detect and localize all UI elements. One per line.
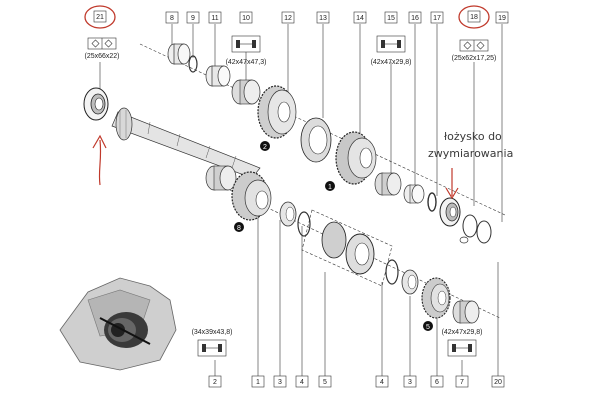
marker-2-text: 2 bbox=[263, 144, 267, 151]
dim-text-2: (34x39x43,8) bbox=[192, 329, 233, 336]
ring-4b bbox=[385, 259, 399, 285]
dim-text-15: (42x47x29,8) bbox=[371, 59, 412, 66]
label-15: 15 bbox=[387, 15, 395, 22]
dim-text-7: (42x47x29,8) bbox=[442, 329, 483, 336]
label-1: 1 bbox=[256, 379, 260, 386]
red-arrow-left bbox=[98, 139, 102, 186]
dimension-21: (25x66x22) bbox=[84, 37, 120, 60]
marker-1-text: 1 bbox=[328, 184, 332, 191]
label-17: 17 bbox=[433, 15, 441, 22]
label-18: 18 bbox=[470, 14, 478, 21]
washer-17 bbox=[427, 192, 437, 212]
label-16: 16 bbox=[411, 15, 419, 22]
label-8: 8 bbox=[170, 15, 174, 22]
red-arrowhead-left bbox=[92, 134, 107, 149]
label-12: 12 bbox=[284, 15, 292, 22]
gear-14 bbox=[335, 131, 377, 185]
gear-1 bbox=[231, 171, 272, 221]
label-7: 7 bbox=[460, 379, 464, 386]
needle-bearing-15 bbox=[374, 172, 402, 196]
marker-8: 8 bbox=[234, 222, 244, 232]
synchro-assembly-box bbox=[301, 209, 393, 287]
red-circle-21 bbox=[84, 5, 116, 29]
ring-3b bbox=[401, 269, 419, 295]
marker-1: 1 bbox=[325, 181, 335, 191]
marker-5-text: 5 bbox=[426, 324, 430, 331]
label-4b: 4 bbox=[380, 379, 384, 386]
bearing-18 bbox=[439, 197, 461, 227]
label-9: 9 bbox=[191, 15, 195, 22]
gear-6 bbox=[421, 277, 451, 319]
red-arrowhead-right bbox=[445, 187, 459, 200]
gear-12 bbox=[257, 85, 297, 139]
ring-4a bbox=[297, 211, 311, 237]
label-3a: 3 bbox=[278, 379, 282, 386]
ring-3a bbox=[279, 201, 297, 227]
washer-9 bbox=[188, 55, 198, 73]
synchro-ring-13 bbox=[300, 117, 332, 163]
circlip-19 bbox=[459, 214, 492, 244]
bottom-labels: 2 1 3 4 5 4 3 6 7 20 bbox=[208, 375, 505, 388]
dim-text-18: (25x62x17,25) bbox=[452, 55, 497, 62]
dimension-10: (42x47x47,3) bbox=[226, 35, 267, 66]
marker-2: 2 bbox=[260, 141, 270, 151]
sleeve-11 bbox=[205, 65, 231, 87]
label-3b: 3 bbox=[408, 379, 412, 386]
marker-5: 5 bbox=[423, 321, 433, 331]
annotation-line-2: zwymiarowania bbox=[428, 147, 513, 160]
dimension-15: (42x47x29,8) bbox=[371, 35, 412, 66]
sleeve-16 bbox=[403, 184, 425, 204]
label-6: 6 bbox=[435, 379, 439, 386]
label-4a: 4 bbox=[300, 379, 304, 386]
label-13: 13 bbox=[319, 15, 327, 22]
red-circle-18 bbox=[458, 5, 490, 29]
label-20: 20 bbox=[494, 379, 502, 386]
dim-text-10: (42x47x47,3) bbox=[226, 59, 267, 66]
synchro-hub-5 bbox=[321, 221, 375, 275]
label-10: 10 bbox=[242, 15, 250, 22]
label-5: 5 bbox=[323, 379, 327, 386]
dimension-2: (34x39x43,8) bbox=[192, 329, 233, 357]
needle-bearing-10 bbox=[231, 79, 261, 105]
needle-bearing-7 bbox=[452, 300, 480, 324]
bearing-21 bbox=[83, 87, 109, 121]
main-shaft bbox=[111, 107, 261, 179]
dim-text-21: (25x66x22) bbox=[84, 53, 119, 60]
dimension-7: (42x47x29,8) bbox=[442, 329, 483, 357]
top-labels: 21 8 9 11 10 12 13 14 15 16 17 18 19 bbox=[93, 10, 509, 24]
needle-bearing-2 bbox=[205, 165, 237, 191]
label-14: 14 bbox=[356, 15, 364, 22]
needle-bearing-8 bbox=[167, 43, 191, 65]
label-2: 2 bbox=[213, 379, 217, 386]
label-11: 11 bbox=[211, 15, 218, 22]
gearbox-housing-thumbnail bbox=[59, 277, 177, 371]
marker-8-text: 8 bbox=[237, 225, 241, 232]
leader-lines bbox=[99, 24, 503, 376]
label-21: 21 bbox=[96, 14, 104, 21]
label-19: 19 bbox=[498, 15, 506, 22]
annotation-line-1: łożysko do bbox=[444, 130, 502, 143]
dimension-18: (25x62x17,25) bbox=[452, 39, 497, 62]
